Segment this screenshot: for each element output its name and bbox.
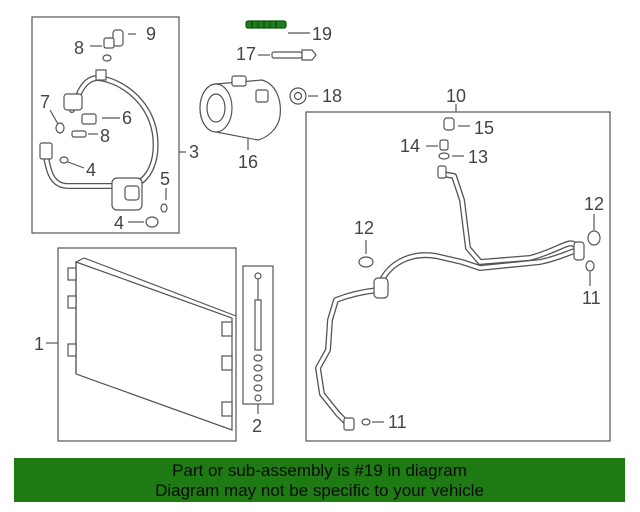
part-19-bolt [245,20,310,34]
callout-5: 5 [160,169,170,189]
callout-15: 15 [474,118,494,138]
callout-8-bottom: 8 [100,126,110,146]
callout-13: 13 [468,147,488,167]
banner-line-disclaimer: Diagram may not be specific to your vehi… [155,481,484,500]
part-17-bolt [258,49,317,61]
callout-1: 1 [34,334,44,354]
callout-7: 7 [40,92,50,112]
callout-6: 6 [122,108,132,128]
part-2-drier-kit [242,265,274,414]
callout-17: 17 [236,44,256,64]
part-16-compressor [199,75,281,150]
callout-11-right: 11 [582,288,601,308]
parts-diagram: 9 8 7 6 8 4 5 4 3 19 17 18 16 [31,16,611,442]
callout-4-top: 4 [86,160,96,180]
group-3-hose-assembly [31,16,186,234]
part-1-condenser [46,247,237,442]
group-10-line-assembly [305,104,611,442]
callout-11-bottom: 11 [388,412,407,432]
callout-16: 16 [238,152,258,172]
callout-8-top: 8 [74,38,84,58]
callout-4-bottom: 4 [114,213,124,233]
callout-12-right: 12 [584,194,604,214]
callout-9: 9 [146,24,156,44]
callout-18: 18 [322,86,342,106]
banner-line-part: Part or sub-assembly is #19 in diagram [172,461,467,480]
callout-19: 19 [312,24,332,44]
callout-2: 2 [252,416,262,436]
callout-12-left: 12 [354,218,374,238]
callout-3: 3 [189,142,199,162]
part-info-banner: Part or sub-assembly is #19 in diagram D… [14,458,625,502]
part-18-nut [289,87,318,105]
callout-10: 10 [446,86,466,106]
callout-14: 14 [400,136,420,156]
